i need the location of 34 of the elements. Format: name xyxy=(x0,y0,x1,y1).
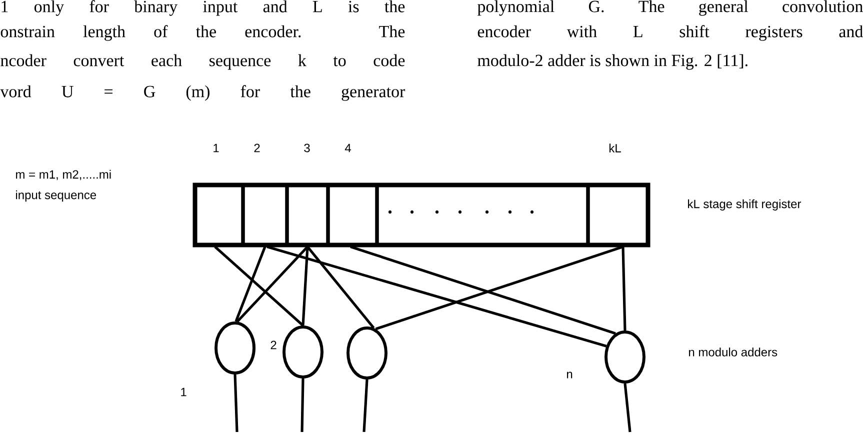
paragraph-line: ncoder convert each sequence k to code xyxy=(0,54,405,70)
register-cell: kL xyxy=(586,144,650,247)
node-label: 1 xyxy=(214,144,219,152)
connector-line xyxy=(266,246,607,348)
side-label: kL stage shift register xyxy=(688,199,802,211)
paragraph-line: polynomial G. The general convolution xyxy=(477,0,863,16)
node-label: 3 xyxy=(304,144,310,152)
diagram-label: input sequence xyxy=(16,190,96,202)
adder-circle xyxy=(346,326,388,380)
node-label: 4 xyxy=(344,144,351,152)
side-label: 2 xyxy=(270,340,276,350)
connector-line xyxy=(306,246,375,329)
side-label: 1 xyxy=(181,388,186,396)
node-label: kL xyxy=(609,144,621,152)
paragraph-line: encoder with L shift registers and xyxy=(478,25,863,41)
connector-line xyxy=(234,374,238,432)
diagram-label: m = m1, m2,.....mi xyxy=(16,170,111,180)
connector-line xyxy=(300,378,304,432)
paragraph-line: vord U = G (m) for the generator xyxy=(0,85,406,101)
connector-line xyxy=(350,246,616,335)
connector-line xyxy=(214,246,304,326)
connector-line xyxy=(375,246,624,330)
connector-line xyxy=(362,379,368,432)
diagram-label: n modulo adders xyxy=(689,348,778,356)
paragraph-line: 1 only for binary input and L is the xyxy=(2,0,405,16)
connector-line xyxy=(302,246,309,326)
connector-line xyxy=(236,246,308,323)
connector-line xyxy=(622,246,626,331)
side-label: n xyxy=(567,372,572,378)
paragraph-line: onstrain length of the encoder. The xyxy=(0,25,405,41)
node-label: 2 xyxy=(254,144,260,152)
paragraph-line: modulo-2 adder is shown in Fig. 2 [11]. xyxy=(478,54,748,70)
connector-line xyxy=(234,246,266,322)
connector-line xyxy=(624,383,632,432)
